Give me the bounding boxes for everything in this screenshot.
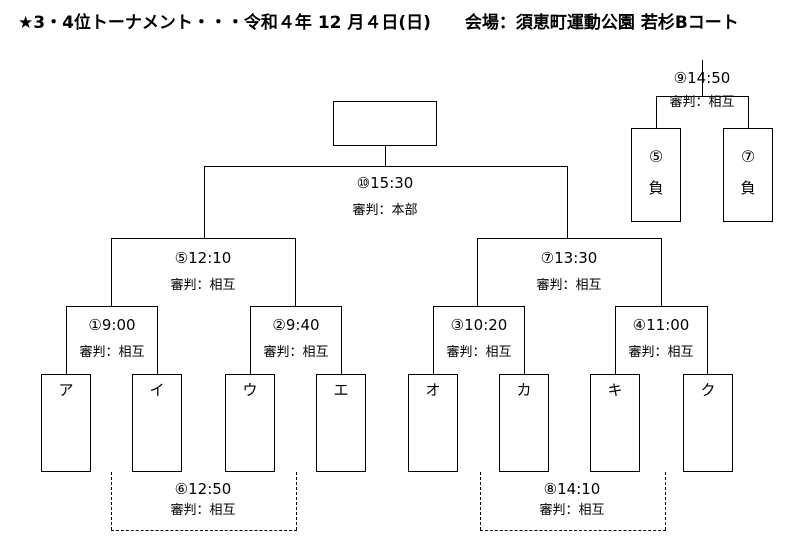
match-8-referee: 審判：相互 bbox=[539, 503, 605, 518]
bracket-line bbox=[433, 306, 525, 307]
match-2-referee: 審判：相互 bbox=[263, 345, 329, 360]
bracket-line bbox=[66, 306, 67, 374]
team-name: キ bbox=[607, 381, 623, 399]
team-box: オ bbox=[408, 374, 458, 472]
dashed-line bbox=[111, 472, 112, 530]
bracket-line bbox=[477, 238, 662, 239]
match-3-referee: 審判：相互 bbox=[446, 345, 512, 360]
dashed-line bbox=[480, 530, 666, 531]
match-7-referee: 審判：相互 bbox=[536, 278, 602, 293]
match-9-time: ⑨14:50 bbox=[673, 69, 731, 87]
bracket-line bbox=[250, 306, 251, 374]
match-7-time: ⑦13:30 bbox=[540, 249, 598, 267]
bracket-line bbox=[250, 306, 342, 307]
bracket-line bbox=[111, 238, 112, 306]
placement-result: 負 bbox=[648, 179, 664, 197]
match-5-referee: 審判：相互 bbox=[170, 278, 236, 293]
team-name: ウ bbox=[242, 381, 258, 399]
placement-result: 負 bbox=[740, 179, 756, 197]
team-box: イ bbox=[132, 374, 182, 472]
placement-source: ⑦ bbox=[740, 147, 756, 166]
dashed-line bbox=[480, 472, 481, 530]
match-2-time: ②9:40 bbox=[272, 316, 320, 334]
dashed-line bbox=[296, 472, 297, 530]
page-title: ★3・4位トーナメント・・・令和４年 12 月４日(日) 会場：須恵町運動公園 … bbox=[18, 13, 739, 33]
dashed-line bbox=[111, 530, 297, 531]
placement-box-left: ⑤ 負 bbox=[631, 128, 681, 222]
bracket-line bbox=[702, 60, 703, 96]
bracket-line bbox=[433, 306, 434, 374]
bracket-line bbox=[524, 306, 525, 374]
match-4-time: ④11:00 bbox=[632, 316, 690, 334]
team-name: イ bbox=[149, 381, 165, 399]
match-6-referee: 審判：相互 bbox=[170, 503, 236, 518]
bracket-line bbox=[567, 166, 568, 238]
team-name: ア bbox=[58, 381, 74, 399]
match-1-referee: 審判：相互 bbox=[79, 345, 145, 360]
team-box: ク bbox=[683, 374, 733, 472]
team-name: カ bbox=[516, 381, 532, 399]
match-1-time: ①9:00 bbox=[88, 316, 136, 334]
bracket-line bbox=[656, 96, 657, 128]
bracket-line bbox=[656, 96, 749, 97]
bracket-line bbox=[661, 238, 662, 306]
winner-box bbox=[333, 101, 437, 146]
match-5-time: ⑤12:10 bbox=[174, 249, 232, 267]
bracket-line bbox=[477, 238, 478, 306]
match-9-referee: 審判：相互 bbox=[669, 95, 735, 110]
dashed-line bbox=[665, 472, 666, 530]
match-10-time: ⑩15:30 bbox=[356, 174, 414, 192]
bracket-line bbox=[615, 306, 708, 307]
bracket-line bbox=[111, 238, 296, 239]
team-name: オ bbox=[425, 381, 441, 399]
team-box: キ bbox=[590, 374, 640, 472]
team-name: ク bbox=[700, 381, 716, 399]
match-4-referee: 審判：相互 bbox=[628, 345, 694, 360]
bracket-line bbox=[157, 306, 158, 374]
match-8-time: ⑧14:10 bbox=[543, 480, 601, 498]
match-3-time: ③10:20 bbox=[450, 316, 508, 334]
placement-source: ⑤ bbox=[648, 147, 664, 166]
bracket-line bbox=[66, 306, 158, 307]
bracket-line bbox=[707, 306, 708, 374]
team-box: エ bbox=[316, 374, 366, 472]
match-10-referee: 審判：本部 bbox=[352, 203, 418, 218]
bracket-line bbox=[385, 146, 386, 166]
placement-box-right: ⑦ 負 bbox=[723, 128, 773, 222]
team-box: ウ bbox=[225, 374, 275, 472]
team-box: カ bbox=[499, 374, 549, 472]
bracket-line bbox=[204, 166, 568, 167]
team-box: ア bbox=[41, 374, 91, 472]
bracket-line bbox=[295, 238, 296, 306]
bracket-line bbox=[341, 306, 342, 374]
bracket-line bbox=[748, 96, 749, 128]
bracket-line bbox=[204, 166, 205, 238]
bracket-line bbox=[615, 306, 616, 374]
match-6-time: ⑥12:50 bbox=[174, 480, 232, 498]
team-name: エ bbox=[333, 381, 349, 399]
